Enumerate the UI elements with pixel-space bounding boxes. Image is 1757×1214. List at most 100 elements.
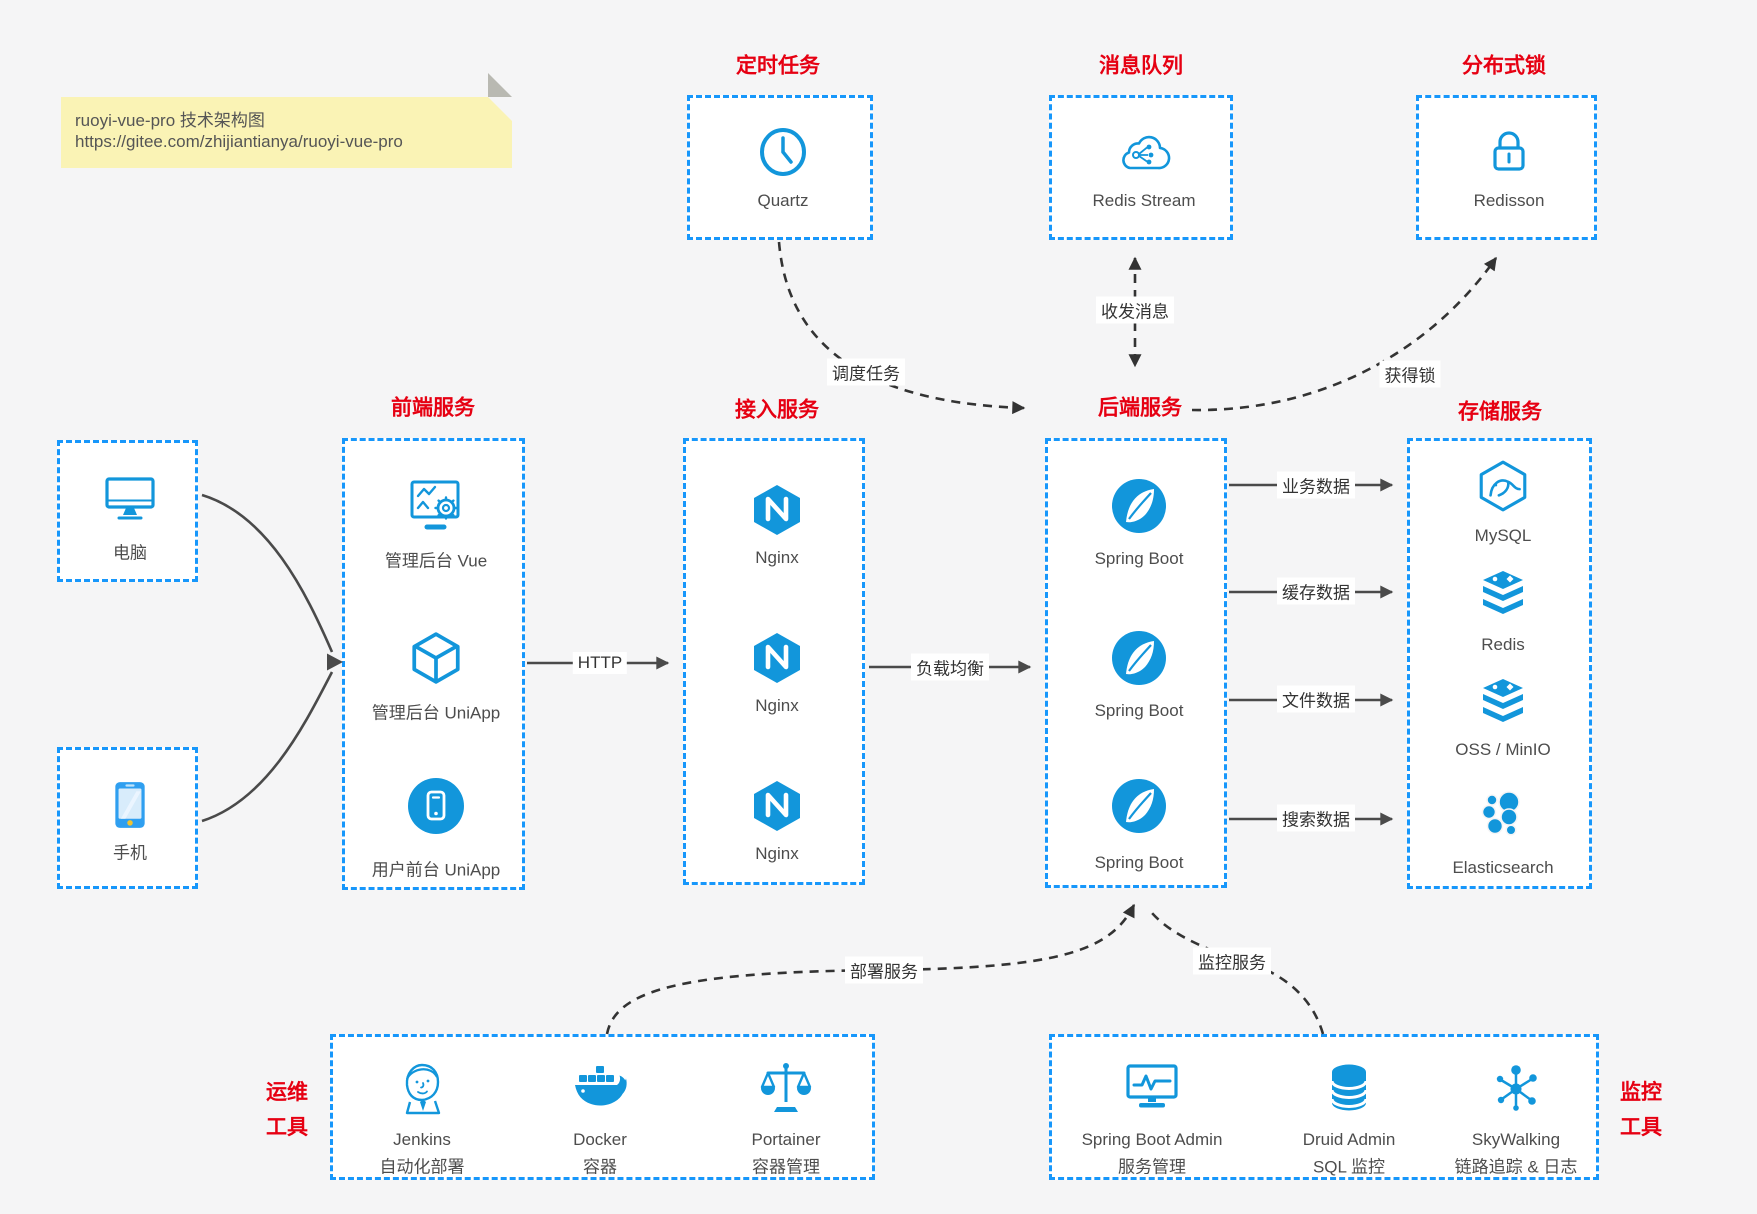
frontend-item-label: 管理后台 Vue [384, 551, 488, 571]
spring-boot-admin-icon [1124, 1062, 1180, 1114]
arrow-label-deploy-service: 部署服务 [845, 956, 923, 984]
docker-icon [571, 1065, 629, 1111]
cloud-stream-icon [1114, 127, 1174, 175]
ops-label-line1: 运维 [266, 1081, 308, 1104]
ops-item-desc: 容器管理 [752, 1157, 820, 1177]
group-monitoring-box: Spring Boot Admin 服务管理 Druid Admin SQL 监… [1049, 1034, 1599, 1180]
backend-item-label: Spring Boot [1094, 549, 1184, 568]
nginx-icon [749, 481, 805, 539]
section-label-backend: 后端服务 [1098, 396, 1182, 420]
backend-item-label: Spring Boot [1094, 853, 1184, 872]
group-gateway-box: Nginx Nginx Nginx [683, 438, 865, 885]
monitoring-item-desc: 服务管理 [1118, 1157, 1186, 1177]
node-mobile: 手机 [57, 747, 198, 889]
gateway-item-label: Nginx [755, 696, 799, 715]
section-label-ops: 运维 工具 [266, 1075, 308, 1145]
storage-item-label: OSS / MinIO [1455, 740, 1551, 759]
druid-database-icon [1324, 1062, 1374, 1114]
arrow-label-search-data: 搜索数据 [1277, 804, 1355, 832]
sticky-note-corner-cut [488, 97, 512, 121]
storage-item-label: MySQL [1474, 526, 1532, 545]
skywalking-icon [1489, 1060, 1543, 1116]
spring-boot-icon [1110, 777, 1168, 835]
mysql-icon [1475, 458, 1531, 514]
node-quartz: Quartz [687, 95, 873, 240]
backend-item-label: Spring Boot [1094, 701, 1184, 720]
ops-item-desc: 容器 [583, 1157, 617, 1177]
group-frontend-box: 管理后台 Vue 管理后台 UniApp 用户前台 UniApp [342, 438, 525, 890]
section-label-scheduler: 定时任务 [736, 54, 820, 78]
phone-icon [108, 779, 152, 831]
section-label-frontend: 前端服务 [391, 396, 475, 420]
jenkins-icon [399, 1060, 445, 1116]
monitoring-item-label: SkyWalking [1471, 1130, 1561, 1149]
arrow-pc-to-frontend [201, 493, 334, 653]
section-label-gateway: 接入服务 [735, 398, 819, 422]
arrow-label-acquire-lock: 获得锁 [1379, 360, 1441, 388]
merge-arrowhead [327, 653, 343, 671]
nginx-icon [749, 777, 805, 835]
group-ops-box: Jenkins 自动化部署 Docker 容器 [330, 1034, 875, 1180]
ops-item-desc: 自动化部署 [379, 1157, 465, 1177]
redis-icon [1475, 569, 1531, 621]
frontend-item-label: 管理后台 UniApp [371, 703, 501, 723]
node-mobile-label: 手机 [113, 843, 147, 863]
lock-icon [1484, 125, 1534, 177]
arrow-schedule-task [777, 241, 1026, 415]
portainer-scales-icon [760, 1060, 812, 1116]
admin-vue-icon [406, 477, 466, 535]
node-quartz-label: Quartz [757, 191, 809, 210]
node-redis-stream: Redis Stream [1049, 95, 1233, 240]
arrow-deploy-service [605, 903, 1136, 1035]
arrow-mobile-to-frontend [201, 671, 334, 823]
note-url: https://gitee.com/zhijiantianya/ruoyi-vu… [75, 132, 403, 151]
sticky-note: ruoyi-vue-pro 技术架构图 https://gitee.com/zh… [61, 73, 512, 168]
node-pc: 电脑 [57, 440, 198, 582]
section-label-storage: 存储服务 [1458, 400, 1542, 424]
arrow-acquire-lock [1191, 256, 1498, 412]
monitoring-label-line1: 监控 [1620, 1081, 1662, 1104]
monitoring-item-label: Spring Boot Admin [1081, 1130, 1223, 1149]
group-storage-box: MySQL Redis OSS / MinIO [1407, 438, 1592, 889]
node-pc-label: 电脑 [113, 543, 147, 563]
nginx-icon [749, 629, 805, 687]
gateway-item-label: Nginx [755, 548, 799, 567]
gateway-item-label: Nginx [755, 844, 799, 863]
arrow-label-business-data: 业务数据 [1277, 471, 1355, 499]
ops-item-label: Docker [573, 1130, 627, 1149]
spring-boot-icon [1110, 629, 1168, 687]
arrow-label-file-data: 文件数据 [1277, 685, 1355, 713]
user-uniapp-icon [407, 777, 465, 835]
arrow-label-monitor-service: 监控服务 [1193, 947, 1271, 975]
section-label-lock: 分布式锁 [1462, 54, 1546, 78]
node-redisson: Redisson [1416, 95, 1597, 240]
arrow-label-load-balance: 负载均衡 [911, 653, 989, 681]
group-backend-box: Spring Boot Spring Boot Spring Boot [1045, 438, 1227, 888]
ops-item-label: Portainer [751, 1130, 821, 1149]
arrow-label-send-receive-message: 收发消息 [1096, 296, 1174, 324]
section-label-monitoring: 监控 工具 [1620, 1075, 1662, 1145]
section-label-mq: 消息队列 [1099, 54, 1183, 78]
node-redisson-label: Redisson [1473, 191, 1545, 210]
clock-icon [755, 124, 811, 180]
arrow-label-http: HTTP [572, 652, 628, 674]
monitoring-item-desc: SQL 监控 [1312, 1157, 1386, 1177]
monitoring-label-line2: 工具 [1620, 1116, 1662, 1139]
storage-item-label: Elasticsearch [1452, 858, 1554, 877]
ops-label-line2: 工具 [266, 1116, 308, 1139]
note-title: ruoyi-vue-pro 技术架构图 [75, 111, 265, 130]
uniapp-cube-icon [407, 629, 465, 687]
oss-minio-icon [1475, 677, 1531, 729]
ops-item-label: Jenkins [393, 1130, 451, 1149]
monitoring-item-desc: 链路追踪 & 日志 [1454, 1157, 1578, 1177]
storage-item-label: Redis [1481, 635, 1525, 654]
frontend-item-label: 用户前台 UniApp [371, 860, 501, 880]
spring-boot-icon [1110, 477, 1168, 535]
arrow-label-schedule-task: 调度任务 [827, 358, 905, 386]
arrow-label-cache-data: 缓存数据 [1277, 577, 1355, 605]
desktop-icon [103, 475, 157, 523]
node-redis-stream-label: Redis Stream [1092, 191, 1196, 210]
elasticsearch-icon [1476, 788, 1530, 842]
